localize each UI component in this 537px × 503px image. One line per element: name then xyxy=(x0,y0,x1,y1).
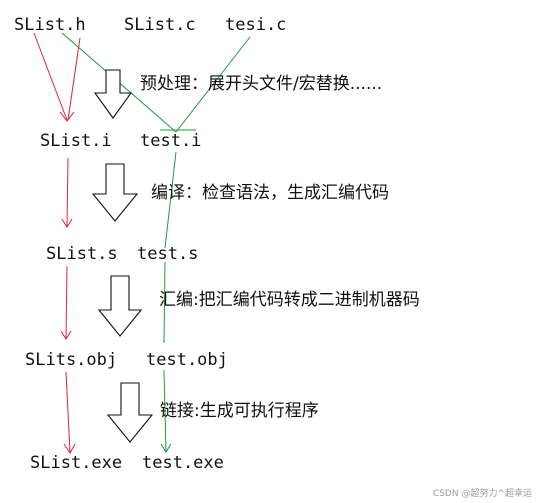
green-line-obj-to-exe xyxy=(163,369,167,453)
stage-preprocess-label: 预处理：展开头文件/宏替换...... xyxy=(140,74,382,94)
stage-link-label: 链接:生成可执行程序 xyxy=(160,401,319,421)
red-line-c-to-i xyxy=(67,37,81,121)
stage-arrow-link xyxy=(106,382,154,443)
red-arrowhead-i xyxy=(59,111,75,122)
red-arrowhead-obj xyxy=(60,330,72,340)
stage-assemble-label: 汇编:把汇编代码转成二进制机器码 xyxy=(159,290,420,310)
stage-arrow-preprocess xyxy=(93,69,133,119)
green-line-i-to-s xyxy=(164,151,177,249)
red-line-obj-to-exe xyxy=(65,371,71,453)
file-test-obj: test.obj xyxy=(146,350,228,370)
red-line-s-to-obj xyxy=(65,265,68,339)
file-tesi-c: tesi.c xyxy=(225,15,286,35)
red-flow-lines xyxy=(33,32,81,454)
stage-compile-label: 编译：检查语法，生成汇编代码 xyxy=(151,183,389,203)
stage-arrows xyxy=(91,69,154,443)
green-flow-lines xyxy=(61,32,251,453)
file-slist-s: SList.s xyxy=(46,244,118,264)
red-line-h-to-i xyxy=(33,32,68,121)
red-arrowhead-exe xyxy=(63,443,76,454)
file-slist-i: SList.i xyxy=(40,131,112,151)
file-slist-exe: SList.exe xyxy=(30,453,122,473)
stage-arrow-assemble xyxy=(97,275,143,337)
file-slist-c: SList.c xyxy=(124,15,196,35)
stage-arrow-compile xyxy=(91,163,139,222)
file-test-i: test.i xyxy=(140,131,201,151)
watermark: CSDN @超努力^超幸运 xyxy=(433,487,532,499)
green-arrowhead-exe xyxy=(160,443,172,453)
file-slits-obj: SLits.obj xyxy=(25,350,117,370)
red-line-i-to-s xyxy=(66,157,69,227)
green-line-tesi-to-testi xyxy=(175,36,251,133)
file-slist-h: SList.h xyxy=(14,15,86,35)
file-test-exe: test.exe xyxy=(142,453,224,473)
green-line-s-to-obj xyxy=(163,261,166,344)
red-arrowhead-s xyxy=(61,218,73,228)
file-test-s: test.s xyxy=(137,244,198,264)
